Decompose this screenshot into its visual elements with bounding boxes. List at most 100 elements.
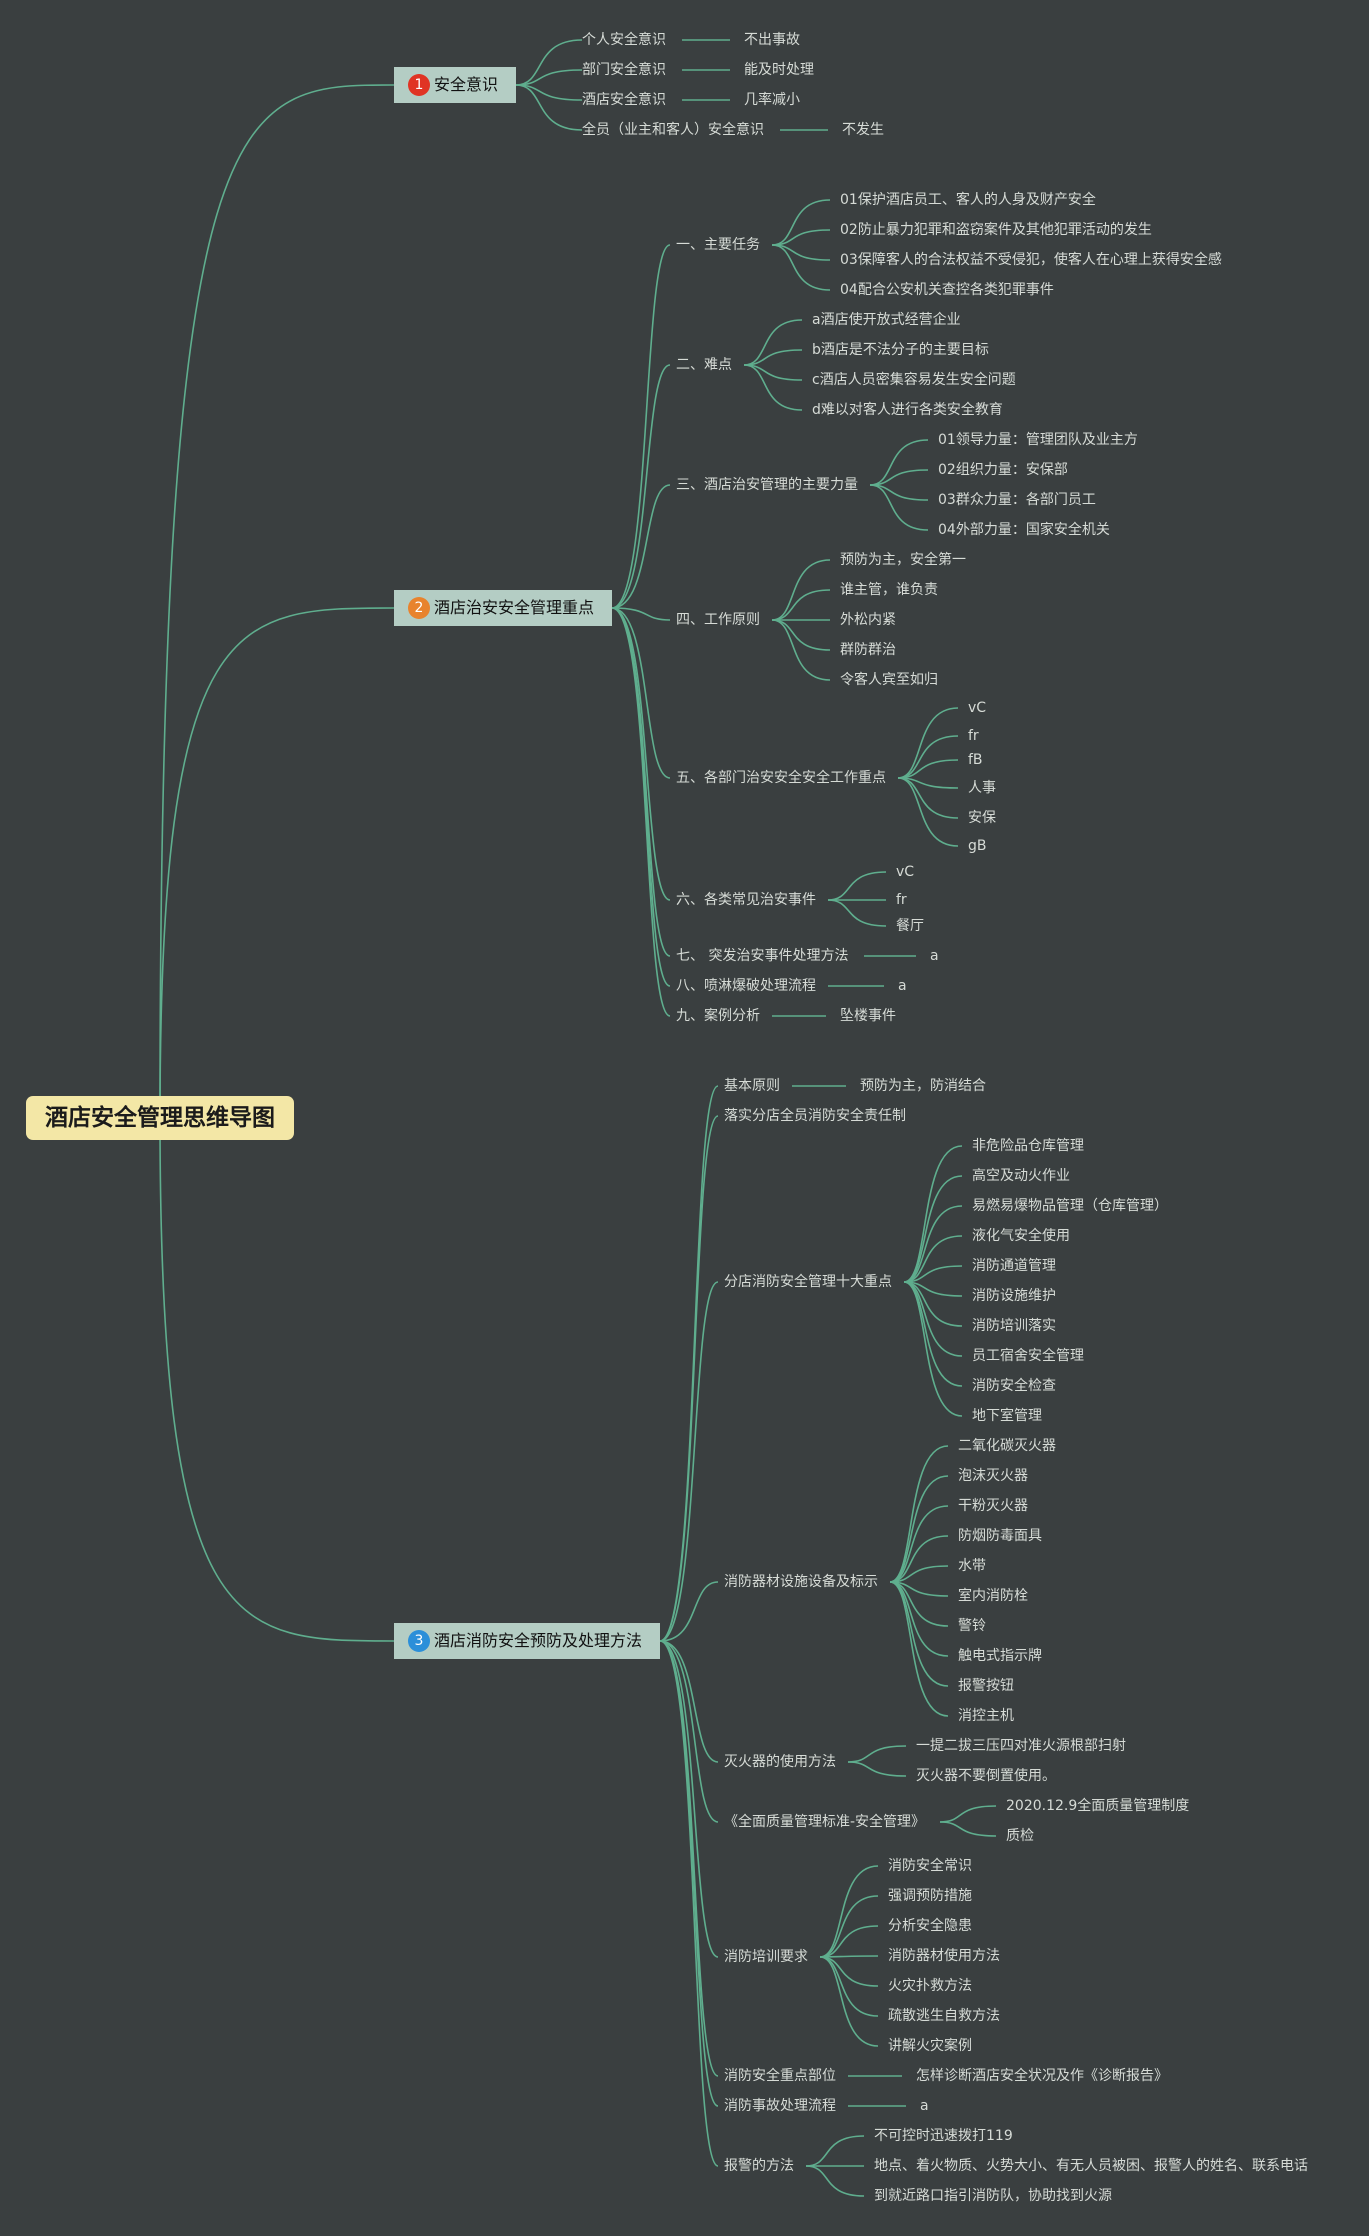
leaf-item[interactable]: a: [930, 948, 939, 964]
leaf-item[interactable]: 强调预防措施: [888, 1888, 972, 1904]
subtopic[interactable]: 消防事故处理流程: [724, 2098, 836, 2114]
leaf-item[interactable]: 不发生: [842, 122, 884, 138]
leaf-item[interactable]: fr: [968, 728, 979, 744]
subtopic[interactable]: 一、主要任务: [676, 237, 760, 253]
subtopic[interactable]: 二、难点: [676, 357, 732, 373]
leaf-item[interactable]: 泡沫灭火器: [958, 1468, 1028, 1484]
subtopic[interactable]: 消防器材设施设备及标示: [724, 1574, 878, 1590]
leaf-item[interactable]: 高空及动火作业: [972, 1168, 1070, 1184]
leaf-item[interactable]: c酒店人员密集容易发生安全问题: [812, 372, 1016, 388]
leaf-item[interactable]: 消控主机: [958, 1708, 1014, 1724]
leaf-item[interactable]: 消防通道管理: [972, 1258, 1056, 1274]
leaf-item[interactable]: 人事: [968, 780, 996, 796]
leaf-item[interactable]: 外松内紧: [840, 612, 896, 628]
subtopic[interactable]: 落实分店全员消防安全责任制: [724, 1108, 906, 1124]
leaf-item[interactable]: 火灾扑救方法: [888, 1978, 972, 1994]
leaf-item[interactable]: 消防器材使用方法: [888, 1948, 1000, 1964]
leaf-item[interactable]: 几率减小: [744, 92, 800, 108]
subtopic[interactable]: 消防培训要求: [724, 1949, 808, 1965]
leaf-item[interactable]: a酒店使开放式经营企业: [812, 312, 961, 328]
subtopic[interactable]: 六、各类常见治安事件: [676, 892, 816, 908]
subtopic[interactable]: 基本原则: [724, 1078, 780, 1094]
leaf-item[interactable]: 04外部力量：国家安全机关: [938, 522, 1110, 538]
leaf-item[interactable]: 03群众力量：各部门员工: [938, 492, 1096, 508]
leaf-item[interactable]: 到就近路口指引消防队，协助找到火源: [874, 2188, 1112, 2204]
leaf-item[interactable]: 安保: [968, 810, 996, 826]
root-node[interactable]: 酒店安全管理思维导图: [26, 1096, 294, 1140]
leaf-item[interactable]: 讲解火灾案例: [888, 2038, 972, 2054]
leaf-item[interactable]: 地点、着火物质、火势大小、有无人员被困、报警人的姓名、联系电话: [874, 2158, 1308, 2174]
leaf-item[interactable]: 坠楼事件: [840, 1008, 896, 1024]
leaf-item[interactable]: 室内消防栓: [958, 1588, 1028, 1604]
leaf-item[interactable]: fr: [896, 892, 907, 908]
leaf-item[interactable]: 能及时处理: [744, 62, 814, 78]
leaf-item[interactable]: 02防止暴力犯罪和盗窃案件及其他犯罪活动的发生: [840, 222, 1152, 238]
leaf-item[interactable]: 二氧化碳灭火器: [958, 1438, 1056, 1454]
branch-line: [611, 607, 671, 621]
leaf-item[interactable]: 01保护酒店员工、客人的人身及财产安全: [840, 192, 1096, 208]
leaf-item[interactable]: 易燃易爆物品管理（仓库管理）: [972, 1198, 1168, 1214]
leaf-item[interactable]: 消防培训落实: [972, 1318, 1056, 1334]
leaf-item[interactable]: d难以对客人进行各类安全教育: [812, 402, 1003, 418]
leaf-item[interactable]: 02组织力量：安保部: [938, 462, 1068, 478]
leaf-item[interactable]: 2020.12.9全面质量管理制度: [1006, 1798, 1190, 1814]
leaf-item[interactable]: 分析安全隐患: [888, 1918, 972, 1934]
leaf-item[interactable]: vC: [968, 700, 987, 716]
leaf-item[interactable]: 灭火器不要倒置使用。: [916, 1768, 1056, 1784]
leaf-item[interactable]: 群防群治: [840, 642, 896, 658]
leaf-item[interactable]: 防烟防毒面具: [958, 1528, 1042, 1544]
leaf-item[interactable]: b酒店是不法分子的主要目标: [812, 342, 989, 358]
subtopic[interactable]: 八、喷淋爆破处理流程: [676, 978, 816, 994]
leaf-item[interactable]: 预防为主，防消结合: [860, 1078, 986, 1094]
leaf-item[interactable]: vC: [896, 864, 915, 880]
topic-safety-awareness[interactable]: 1 安全意识: [394, 67, 516, 103]
leaf-item[interactable]: 员工宿舍安全管理: [972, 1348, 1084, 1364]
leaf-item[interactable]: 触电式指示牌: [958, 1648, 1042, 1664]
leaf-item[interactable]: 不出事故: [744, 32, 800, 48]
subtopic[interactable]: 灭火器的使用方法: [724, 1754, 836, 1770]
leaf-item[interactable]: 04配合公安机关查控各类犯罪事件: [840, 282, 1054, 298]
subtopic[interactable]: 九、案例分析: [676, 1008, 760, 1024]
subtopic[interactable]: 五、各部门治安安全安全工作重点: [676, 770, 886, 786]
subtopic[interactable]: 消防安全重点部位: [724, 2068, 836, 2084]
subtopic[interactable]: 七、 突发治安事件处理方法: [676, 948, 849, 964]
topic-fire-safety[interactable]: 3 酒店消防安全预防及处理方法: [394, 1623, 660, 1659]
leaf-item[interactable]: 消防安全检查: [972, 1378, 1056, 1394]
leaf-item[interactable]: 干粉灭火器: [958, 1498, 1028, 1514]
subtopic[interactable]: 分店消防安全管理十大重点: [724, 1274, 892, 1290]
leaf-item[interactable]: 03保障客人的合法权益不受侵犯，使客人在心理上获得安全感: [840, 252, 1222, 268]
subtopic[interactable]: 报警的方法: [724, 2158, 794, 2174]
subtopic[interactable]: 部门安全意识: [582, 62, 666, 78]
leaf-item[interactable]: 疏散逃生自救方法: [888, 2008, 1000, 2024]
leaf-item[interactable]: 不可控时迅速拨打119: [874, 2128, 1013, 2144]
leaf-item[interactable]: 令客人宾至如归: [840, 672, 938, 688]
leaf-item[interactable]: 非危险品仓库管理: [972, 1138, 1084, 1154]
leaf-item[interactable]: 水带: [958, 1558, 986, 1574]
topic-label: 酒店治安安全管理重点: [434, 598, 595, 617]
leaf-item[interactable]: 液化气安全使用: [972, 1228, 1070, 1244]
subtopic[interactable]: 三、酒店治安管理的主要力量: [676, 477, 858, 493]
subtopic[interactable]: 四、工作原则: [676, 612, 760, 628]
leaf-item[interactable]: a: [920, 2098, 929, 2114]
leaf-item[interactable]: 质检: [1006, 1828, 1034, 1844]
subtopic[interactable]: 个人安全意识: [582, 32, 666, 48]
leaf-item[interactable]: 一提二拔三压四对准火源根部扫射: [916, 1738, 1126, 1754]
topic-public-security[interactable]: 2 酒店治安安全管理重点: [394, 590, 612, 626]
leaf-item[interactable]: 01领导力量：管理团队及业主方: [938, 432, 1138, 448]
leaf-item[interactable]: 报警按钮: [958, 1678, 1014, 1694]
leaf-item[interactable]: 预防为主，安全第一: [840, 552, 966, 568]
subtopic[interactable]: 酒店安全意识: [582, 92, 666, 108]
leaf-item[interactable]: 警铃: [958, 1618, 986, 1634]
leaf-item[interactable]: 消防设施维护: [972, 1288, 1056, 1304]
leaf-item[interactable]: fB: [968, 752, 983, 768]
leaf-line: [819, 1865, 879, 1958]
leaf-item[interactable]: 怎样诊断酒店安全状况及作《诊断报告》: [916, 2068, 1168, 2084]
subtopic[interactable]: 《全面质量管理标准-安全管理》: [724, 1814, 926, 1830]
leaf-item[interactable]: 地下室管理: [972, 1408, 1042, 1424]
leaf-item[interactable]: 餐厅: [896, 918, 924, 934]
leaf-item[interactable]: gB: [968, 838, 987, 854]
subtopic[interactable]: 全员（业主和客人）安全意识: [582, 122, 764, 138]
leaf-item[interactable]: a: [898, 978, 907, 994]
leaf-item[interactable]: 消防安全常识: [888, 1858, 972, 1874]
leaf-item[interactable]: 谁主管，谁负责: [840, 582, 938, 598]
